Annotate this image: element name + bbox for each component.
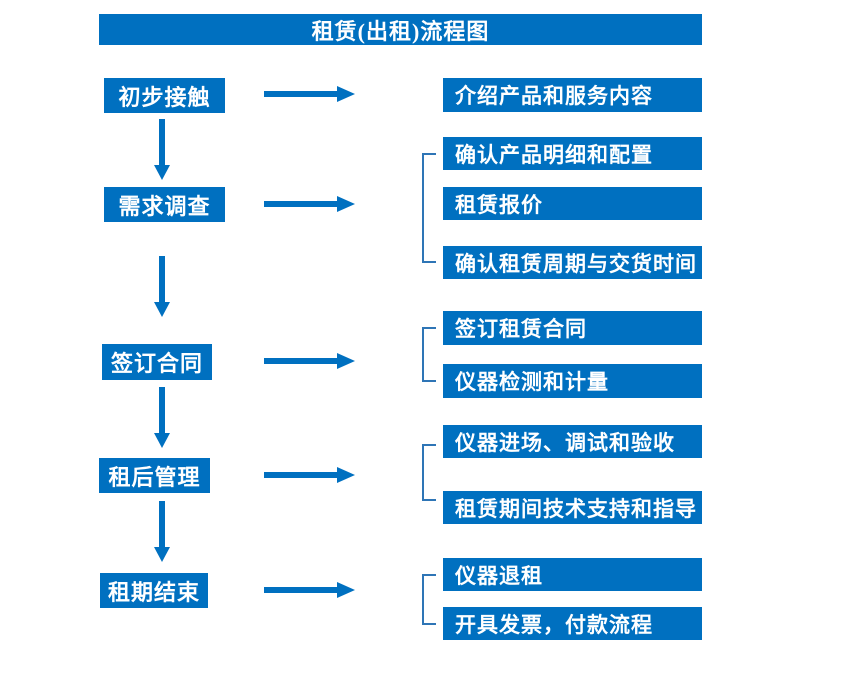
arrow-right-icon-3: [264, 353, 355, 369]
step-box-post-rental-management: 租后管理: [99, 458, 210, 493]
arrow-down-icon-1: [154, 119, 170, 180]
item-box-instrument-testing: 仪器检测和计量: [443, 364, 702, 398]
item-box-confirm-product-details: 确认产品明细和配置: [443, 137, 702, 170]
arrow-down-icon-3: [154, 387, 170, 448]
arrow-right-icon-1: [264, 86, 355, 102]
step-box-initial-contact: 初步接触: [104, 78, 225, 113]
item-box-rental-quote: 租赁报价: [443, 187, 702, 220]
title-bar: 租赁(出租)流程图: [99, 14, 702, 45]
item-box-introduce-products: 介绍产品和服务内容: [443, 78, 702, 112]
step-box-demand-survey: 需求调查: [104, 187, 225, 222]
bracket-left-icon-2: [422, 327, 436, 382]
bracket-left-icon-3: [422, 444, 436, 501]
bracket-left-icon-1: [422, 153, 436, 263]
arrow-right-icon-5: [264, 582, 355, 598]
item-box-confirm-rental-period: 确认租赁周期与交货时间: [443, 246, 702, 279]
arrow-right-icon-4: [264, 467, 355, 483]
step-box-sign-contract: 签订合同: [102, 344, 212, 380]
arrow-down-icon-4: [154, 501, 170, 562]
arrow-right-icon-2: [264, 196, 355, 212]
bracket-left-icon-4: [422, 574, 436, 625]
item-box-invoice-payment: 开具发票，付款流程: [443, 607, 702, 640]
item-box-sign-rental-contract: 签订租赁合同: [443, 311, 702, 345]
step-box-lease-end: 租期结束: [100, 573, 208, 608]
arrow-down-icon-2: [154, 256, 170, 317]
item-box-instrument-setup-acceptance: 仪器进场、调试和验收: [443, 425, 702, 458]
item-box-rental-tech-support: 租赁期间技术支持和指导: [443, 491, 702, 524]
page-title: 租赁(出租)流程图: [311, 18, 490, 44]
item-box-instrument-return: 仪器退租: [443, 558, 702, 591]
